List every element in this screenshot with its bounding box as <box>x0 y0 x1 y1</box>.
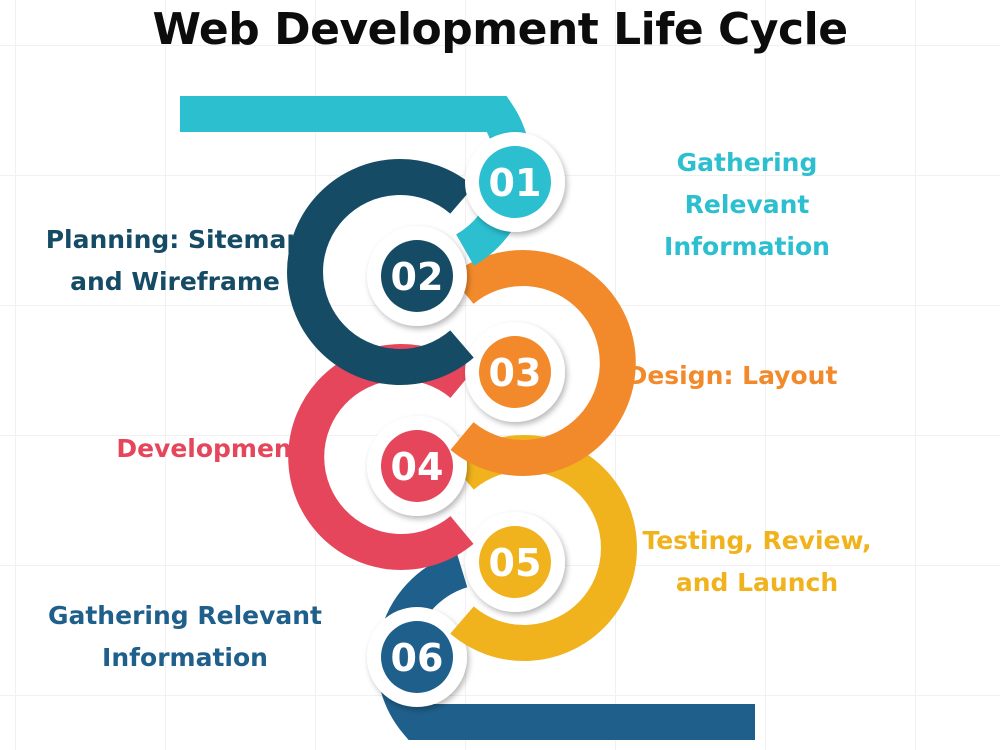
step-06-circle <box>381 621 453 693</box>
page-title: Web Development Life Cycle <box>152 4 848 55</box>
step-06: 06 <box>367 552 755 740</box>
step-05-circle <box>479 526 551 598</box>
step-02-arc <box>287 159 474 385</box>
step-04-label: Development <box>116 434 304 463</box>
step-01: 01 <box>180 96 565 266</box>
step-05: 05 <box>450 435 637 661</box>
step-05-label: Testing, Review, and Launch <box>642 526 872 597</box>
step-05-number: 05 <box>489 541 542 585</box>
step-03-arc <box>450 250 636 476</box>
step-03-number: 03 <box>489 351 542 395</box>
step-03-circle <box>479 336 551 408</box>
step-03: 03 <box>450 250 636 476</box>
step-01-label: Gathering Relevant Information <box>664 148 830 261</box>
step-04-number: 04 <box>391 445 444 489</box>
step-06-number: 06 <box>391 636 444 680</box>
step-02: 02 <box>287 159 474 385</box>
step-03-label: Design: Layout <box>626 361 838 390</box>
step-02-label: Planning: Sitemap and Wireframe <box>45 225 305 296</box>
step-04: 04 <box>288 344 474 570</box>
step-02-circle <box>381 240 453 312</box>
step-02-number: 02 <box>391 255 444 299</box>
step-01-number: 01 <box>489 161 542 205</box>
step-04-circle <box>381 430 453 502</box>
step-06-label: Gathering Relevant Information <box>47 601 323 672</box>
step-01-circle <box>479 146 551 218</box>
